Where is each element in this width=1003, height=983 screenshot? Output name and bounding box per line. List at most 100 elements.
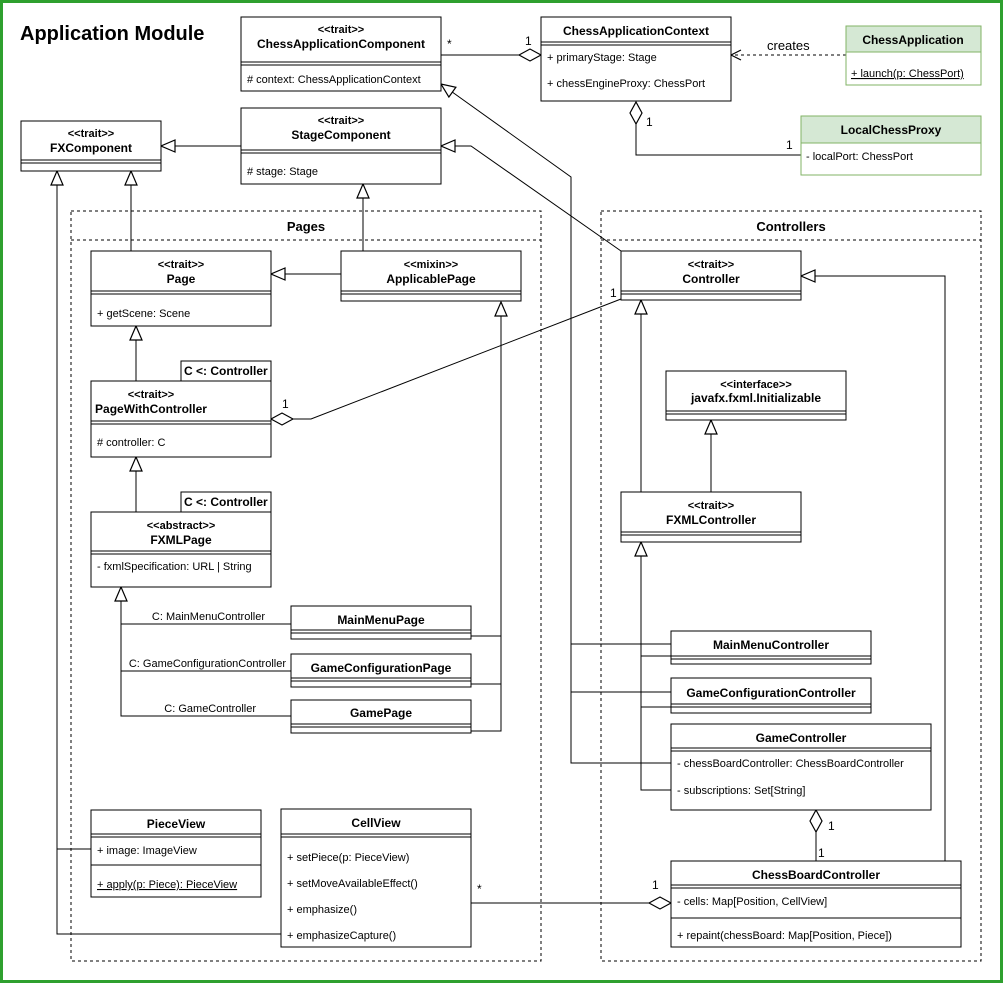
class-fxml-controller[interactable]: <<trait>> FXMLController: [620, 491, 802, 543]
class-member: - subscriptions: Set[String]: [677, 785, 805, 797]
class-stage-component[interactable]: <<trait>> StageComponent # stage: Stage: [240, 107, 442, 185]
class-stereotype: <<trait>>: [688, 500, 734, 512]
label-c-game-config: C: GameConfigurationController: [129, 658, 286, 670]
edge-pages-fxml: [121, 587, 291, 717]
edge-labels: * 1 creates 1 1 1 1 C: MainMenuControlle…: [129, 34, 835, 896]
class-member: + apply(p: Piece): PieceView: [97, 879, 237, 891]
class-member: + primaryStage: Stage: [547, 52, 657, 64]
class-chess-application-context[interactable]: ChessApplicationContext + primaryStage: …: [540, 16, 732, 102]
class-stereotype: <<abstract>>: [147, 520, 216, 532]
label-c-main-menu: C: MainMenuController: [152, 611, 265, 623]
package-pages-label: Pages: [287, 219, 325, 234]
class-name: MainMenuController: [713, 638, 829, 652]
edges: [56, 55, 946, 935]
class-name: MainMenuPage: [337, 613, 425, 627]
class-local-chess-proxy[interactable]: LocalChessProxy - localPort: ChessPort: [800, 115, 982, 176]
mult-cbc-one: 1: [818, 846, 825, 860]
class-member: # controller: C: [97, 437, 166, 449]
class-chess-application-component[interactable]: <<trait>> ChessApplicationComponent # co…: [240, 16, 442, 92]
class-member: # context: ChessApplicationContext: [247, 74, 421, 86]
class-name: GameController: [756, 731, 847, 745]
edge-pieceview-fx: [57, 171, 91, 850]
class-page[interactable]: <<trait>> Page + getScene: Scene: [90, 250, 272, 327]
class-name: FXMLController: [666, 513, 756, 527]
type-param-box: [180, 360, 272, 382]
class-member: + repaint(chessBoard: Map[Position, Piec…: [677, 930, 892, 942]
class-name: PieceView: [147, 817, 206, 831]
class-name: ApplicablePage: [386, 272, 476, 286]
type-param: C <: Controller: [184, 495, 268, 509]
label-c-game: C: GameController: [164, 703, 256, 715]
edge-controllers-component: [441, 84, 671, 764]
mult-proxy-one: 1: [786, 138, 793, 152]
mult-controller-one: 1: [610, 286, 617, 300]
package-controllers: Controllers: [600, 210, 982, 962]
class-page-with-controller[interactable]: C <: Controller <<trait>> PageWithContro…: [90, 360, 272, 458]
mult-gc-one: 1: [828, 819, 835, 833]
class-stereotype: <<trait>>: [688, 259, 734, 271]
class-name: ChessApplication: [862, 33, 963, 47]
class-game-page[interactable]: GamePage: [290, 699, 472, 734]
class-name: GameConfigurationController: [686, 686, 856, 700]
class-name: GameConfigurationPage: [311, 661, 452, 675]
class-applicable-page[interactable]: <<mixin>> ApplicablePage: [340, 250, 522, 302]
class-piece-view[interactable]: PieceView + image: ImageView + apply(p: …: [90, 809, 262, 898]
class-main-menu-page[interactable]: MainMenuPage: [290, 605, 472, 640]
class-member: - cells: Map[Position, CellView]: [677, 896, 827, 908]
class-stereotype: <<trait>>: [318, 115, 364, 127]
class-name: PageWithController: [95, 402, 207, 416]
edge-controllers-fxml: [641, 542, 671, 791]
class-member: + setMoveAvailableEffect(): [287, 878, 418, 890]
edge-cellview-fx: [56, 849, 281, 935]
class-member: + image: ImageView: [97, 845, 197, 857]
edge-pages-applicable: [471, 302, 501, 732]
class-chess-application[interactable]: ChessApplication + launch(p: ChessPort): [845, 25, 982, 86]
mult-context-proxy-one: 1: [646, 115, 653, 129]
type-param-box: [180, 491, 272, 513]
class-stereotype: <<trait>>: [128, 389, 174, 401]
class-initializable[interactable]: <<interface>> javafx.fxml.Initializable: [665, 370, 847, 421]
class-fx-component[interactable]: <<trait>> FXComponent: [20, 120, 162, 172]
class-stereotype: <<trait>>: [68, 128, 114, 140]
class-name: Page: [167, 272, 196, 286]
class-name: FXMLPage: [150, 533, 212, 547]
class-stereotype: <<trait>>: [318, 24, 364, 36]
class-controller[interactable]: <<trait>> Controller: [620, 250, 802, 301]
class-name: ChessBoardController: [752, 868, 880, 882]
class-main-menu-controller[interactable]: MainMenuController: [670, 630, 872, 665]
class-cell-view[interactable]: CellView + setPiece(p: PieceView) + setM…: [280, 808, 472, 948]
class-game-configuration-controller[interactable]: GameConfigurationController: [670, 677, 872, 714]
class-member: + emphasizeCapture(): [287, 930, 396, 942]
class-stereotype: <<trait>>: [158, 259, 204, 271]
class-member: + launch(p: ChessPort): [851, 68, 964, 80]
class-name: javafx.fxml.Initializable: [690, 391, 821, 405]
class-chess-board-controller[interactable]: ChessBoardController - cells: Map[Positi…: [670, 860, 962, 948]
edge-cbc-controller: [801, 276, 946, 861]
class-member: - fxmlSpecification: URL | String: [97, 561, 252, 573]
class-fxml-page[interactable]: C <: Controller <<abstract>> FXMLPage - …: [90, 491, 272, 588]
class-member: + setPiece(p: PieceView): [287, 852, 409, 864]
class-name: CellView: [351, 816, 401, 830]
package-controllers-label: Controllers: [756, 219, 825, 234]
edge-pwc-controller: [271, 298, 622, 419]
class-name: LocalChessProxy: [841, 123, 942, 137]
label-creates: creates: [767, 38, 810, 53]
mult-cell-star: *: [477, 882, 482, 896]
class-member: + emphasize(): [287, 904, 357, 916]
class-name: ChessApplicationComponent: [257, 37, 425, 51]
type-param: C <: Controller: [184, 364, 268, 378]
mult-component-star: *: [447, 37, 452, 51]
edge-context-proxy: [636, 102, 801, 156]
class-name: StageComponent: [291, 128, 390, 142]
class-name: ChessApplicationContext: [563, 24, 709, 38]
mult-cell-one: 1: [652, 878, 659, 892]
class-member: # stage: Stage: [247, 166, 318, 178]
class-member: + getScene: Scene: [97, 308, 190, 320]
class-stereotype: <<interface>>: [720, 379, 792, 391]
diagram-title: Application Module: [20, 23, 204, 45]
mult-pwc-one: 1: [282, 397, 289, 411]
class-game-configuration-page[interactable]: GameConfigurationPage: [290, 653, 472, 688]
class-game-controller[interactable]: GameController - chessBoardController: C…: [670, 723, 932, 811]
package-pages: Pages: [70, 210, 542, 962]
